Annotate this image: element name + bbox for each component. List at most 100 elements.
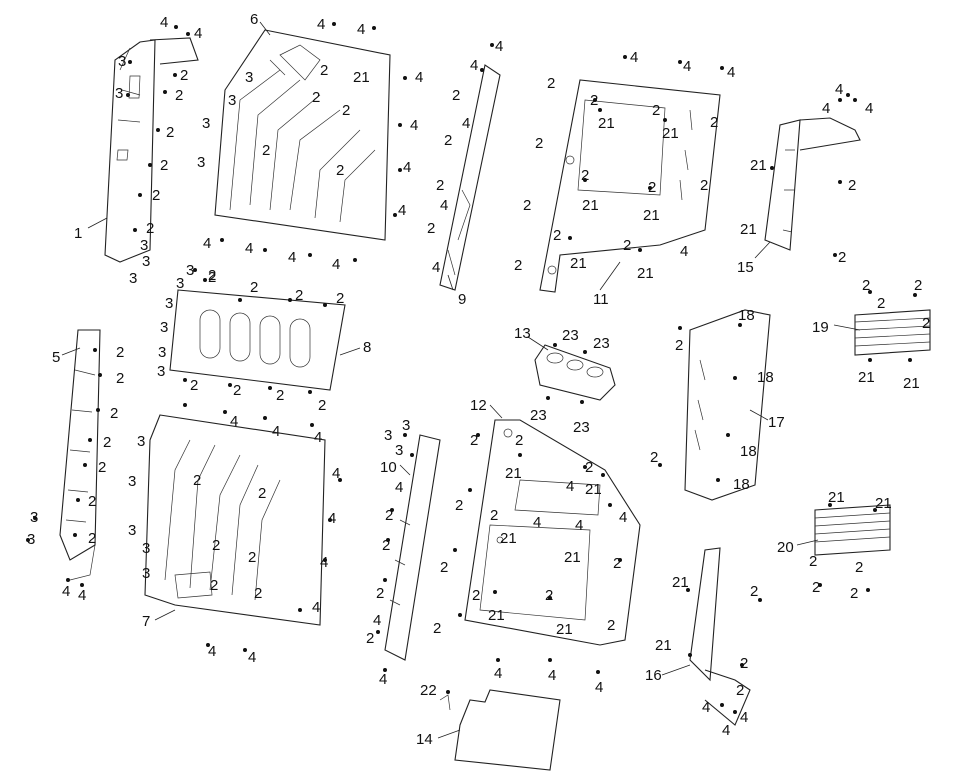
part-14-base-plate bbox=[439, 689, 561, 771]
label-part-4: 4 bbox=[194, 25, 202, 42]
leader-lines bbox=[61, 21, 861, 739]
part-15-bracket bbox=[764, 117, 861, 251]
label-part-21: 21 bbox=[556, 621, 573, 638]
label-part-2: 2 bbox=[809, 553, 817, 570]
label-part-4: 4 bbox=[683, 58, 691, 75]
label-part-3: 3 bbox=[402, 417, 410, 434]
label-part-4: 4 bbox=[320, 554, 328, 571]
label-part-5: 5 bbox=[52, 349, 60, 366]
label-part-9: 9 bbox=[458, 291, 466, 308]
part-7-plate-lower bbox=[144, 414, 326, 626]
label-part-2: 2 bbox=[440, 559, 448, 576]
label-part-4: 4 bbox=[495, 38, 503, 55]
label-part-21: 21 bbox=[643, 207, 660, 224]
label-part-4: 4 bbox=[332, 465, 340, 482]
label-part-14: 14 bbox=[416, 731, 433, 748]
label-part-3: 3 bbox=[128, 473, 136, 490]
label-part-4: 4 bbox=[398, 202, 406, 219]
label-part-2: 2 bbox=[180, 67, 188, 84]
label-part-3: 3 bbox=[176, 275, 184, 292]
label-part-2: 2 bbox=[700, 177, 708, 194]
label-part-3: 3 bbox=[186, 262, 194, 279]
label-part-2: 2 bbox=[444, 132, 452, 149]
label-part-4: 4 bbox=[403, 159, 411, 176]
label-part-2: 2 bbox=[262, 142, 270, 159]
label-part-2: 2 bbox=[590, 92, 598, 109]
label-part-2: 2 bbox=[160, 157, 168, 174]
label-part-2: 2 bbox=[710, 114, 718, 131]
label-part-4: 4 bbox=[410, 117, 418, 134]
part-20-slats bbox=[814, 504, 891, 556]
label-part-21: 21 bbox=[858, 369, 875, 386]
label-part-4: 4 bbox=[208, 643, 216, 660]
label-part-2: 2 bbox=[258, 485, 266, 502]
label-part-10: 10 bbox=[380, 459, 397, 476]
label-part-2: 2 bbox=[254, 585, 262, 602]
label-part-4: 4 bbox=[595, 679, 603, 696]
label-part-15: 15 bbox=[737, 259, 754, 276]
part-12-main-panel bbox=[464, 419, 641, 646]
label-part-2: 2 bbox=[848, 177, 856, 194]
label-part-2: 2 bbox=[812, 579, 820, 596]
label-part-21: 21 bbox=[637, 265, 654, 282]
label-part-4: 4 bbox=[312, 599, 320, 616]
label-part-21: 21 bbox=[585, 481, 602, 498]
label-part-2: 2 bbox=[455, 497, 463, 514]
label-part-2: 2 bbox=[98, 459, 106, 476]
label-part-4: 4 bbox=[680, 243, 688, 260]
label-part-2: 2 bbox=[850, 585, 858, 602]
label-part-3: 3 bbox=[140, 237, 148, 254]
label-part-4: 4 bbox=[822, 100, 830, 117]
label-part-12: 12 bbox=[470, 397, 487, 414]
part-17-upright bbox=[684, 309, 771, 501]
label-part-4: 4 bbox=[62, 583, 70, 600]
label-part-4: 4 bbox=[248, 649, 256, 666]
label-part-4: 4 bbox=[533, 514, 541, 531]
label-part-3: 3 bbox=[197, 154, 205, 171]
label-part-2: 2 bbox=[750, 583, 758, 600]
label-part-4: 4 bbox=[575, 517, 583, 534]
label-part-2: 2 bbox=[675, 337, 683, 354]
label-part-2: 2 bbox=[318, 397, 326, 414]
label-part-3: 3 bbox=[118, 53, 126, 70]
label-part-2: 2 bbox=[208, 267, 216, 284]
label-part-2: 2 bbox=[623, 237, 631, 254]
label-part-2: 2 bbox=[613, 555, 621, 572]
part-labels: 1 6 9 11 15 8 5 7 10 12 13 14 17 16 19 2… bbox=[27, 11, 930, 748]
label-part-4: 4 bbox=[835, 81, 843, 98]
label-part-21: 21 bbox=[564, 549, 581, 566]
label-part-4: 4 bbox=[440, 197, 448, 214]
part-10-rail bbox=[384, 434, 441, 661]
label-part-2: 2 bbox=[110, 405, 118, 422]
label-part-4: 4 bbox=[548, 667, 556, 684]
part-5-lower-bracket bbox=[59, 329, 101, 581]
label-part-2: 2 bbox=[452, 87, 460, 104]
label-part-3: 3 bbox=[165, 295, 173, 312]
label-part-2: 2 bbox=[385, 507, 393, 524]
label-part-19: 19 bbox=[812, 319, 829, 336]
label-part-23: 23 bbox=[573, 419, 590, 436]
label-part-2: 2 bbox=[877, 295, 885, 312]
label-part-2: 2 bbox=[376, 585, 384, 602]
label-part-21: 21 bbox=[598, 115, 615, 132]
label-part-2: 2 bbox=[436, 177, 444, 194]
label-part-2: 2 bbox=[366, 630, 374, 647]
label-part-3: 3 bbox=[129, 270, 137, 287]
label-part-2: 2 bbox=[535, 135, 543, 152]
label-part-21: 21 bbox=[750, 157, 767, 174]
label-part-18: 18 bbox=[757, 369, 774, 386]
label-part-1: 1 bbox=[74, 225, 82, 242]
label-part-21: 21 bbox=[903, 375, 920, 392]
label-part-2: 2 bbox=[208, 269, 216, 286]
label-part-2: 2 bbox=[210, 577, 218, 594]
label-part-2: 2 bbox=[470, 432, 478, 449]
part-8-slotted-tray bbox=[169, 289, 346, 391]
label-part-18: 18 bbox=[738, 307, 755, 324]
label-part-2: 2 bbox=[581, 167, 589, 184]
label-part-2: 2 bbox=[427, 220, 435, 237]
label-part-2: 2 bbox=[312, 89, 320, 106]
label-part-2: 2 bbox=[166, 124, 174, 141]
label-part-3: 3 bbox=[128, 522, 136, 539]
label-part-3: 3 bbox=[142, 565, 150, 582]
label-part-13: 13 bbox=[514, 325, 531, 342]
